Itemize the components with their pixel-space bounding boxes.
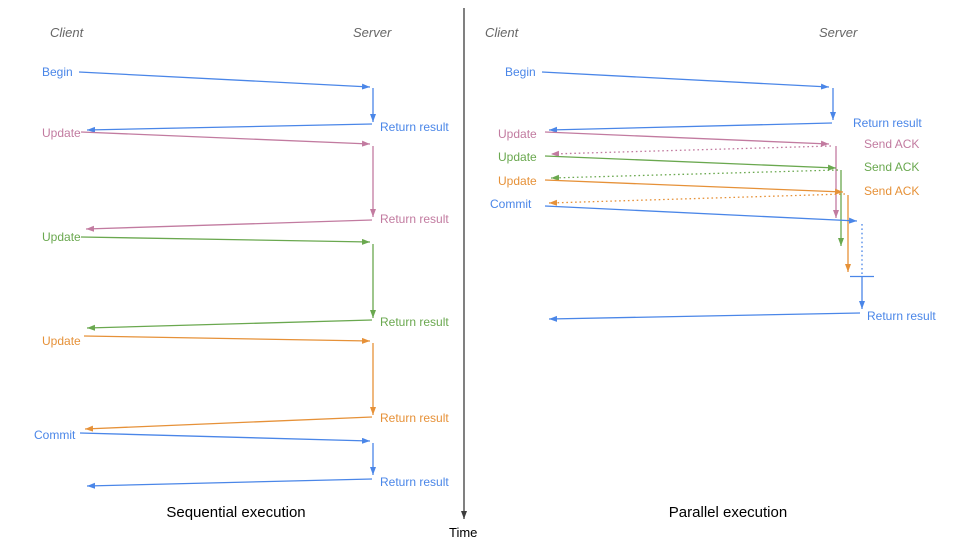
right-update1-request-arrow xyxy=(544,131,830,147)
left-begin-response-label: Return result xyxy=(380,120,449,134)
right-begin-request-arrow xyxy=(541,71,830,90)
right-update1-ack-arrow xyxy=(550,145,832,157)
left-update3-label: Update xyxy=(42,334,81,348)
right-update2-label: Update xyxy=(498,150,537,164)
left-begin-response-arrow xyxy=(86,123,373,133)
right-update2-ack-arrow xyxy=(550,169,839,181)
left-commit-response-label: Return result xyxy=(380,475,449,489)
left-update3-response-label: Return result xyxy=(380,411,449,425)
right-commit-response-label: Return result xyxy=(867,309,936,323)
right-commit-request-arrow xyxy=(544,205,858,224)
time-axis: Time xyxy=(449,8,477,540)
left-update2-request-arrow xyxy=(80,236,371,245)
left-server-heading: Server xyxy=(353,25,392,40)
left-commit-request-arrow xyxy=(79,432,371,444)
right-begin-label: Begin xyxy=(505,65,536,79)
right-commit-label: Commit xyxy=(490,197,532,211)
sequential-diagram: Client Server Begin Return result Update… xyxy=(34,25,449,521)
right-begin-response-label: Return result xyxy=(853,116,922,130)
left-update1-response-label: Return result xyxy=(380,212,449,226)
left-update2-response-label: Return result xyxy=(380,315,449,329)
right-caption: Parallel execution xyxy=(669,504,787,521)
left-update2-response-arrow xyxy=(86,319,373,331)
left-begin-request-arrow xyxy=(78,71,371,90)
right-update3-ack-arrow xyxy=(548,193,846,206)
right-client-heading: Client xyxy=(485,25,520,40)
right-begin-response-arrow xyxy=(548,122,833,133)
left-commit-response-arrow xyxy=(86,478,373,489)
left-client-heading: Client xyxy=(50,25,85,40)
left-update3-response-arrow xyxy=(84,416,373,432)
left-commit-label: Commit xyxy=(34,428,76,442)
left-update3-request-arrow xyxy=(83,335,371,344)
left-update1-response-arrow xyxy=(85,219,373,232)
right-update3-ack-label: Send ACK xyxy=(864,184,919,198)
right-update3-label: Update xyxy=(498,174,537,188)
left-update2-label: Update xyxy=(42,230,81,244)
left-update1-label: Update xyxy=(42,126,81,140)
right-server-heading: Server xyxy=(819,25,858,40)
right-update1-ack-label: Send ACK xyxy=(864,137,919,151)
left-update1-request-arrow xyxy=(80,131,371,147)
time-axis-label: Time xyxy=(449,525,477,540)
right-commit-response-arrow xyxy=(548,312,861,322)
parallel-diagram: Client Server Begin Return result Update… xyxy=(485,25,936,521)
right-update2-ack-label: Send ACK xyxy=(864,160,919,174)
left-begin-label: Begin xyxy=(42,65,73,79)
right-update2-request-arrow xyxy=(544,155,837,171)
right-update3-request-arrow xyxy=(544,179,844,195)
right-update1-label: Update xyxy=(498,127,537,141)
left-caption: Sequential execution xyxy=(166,504,305,521)
